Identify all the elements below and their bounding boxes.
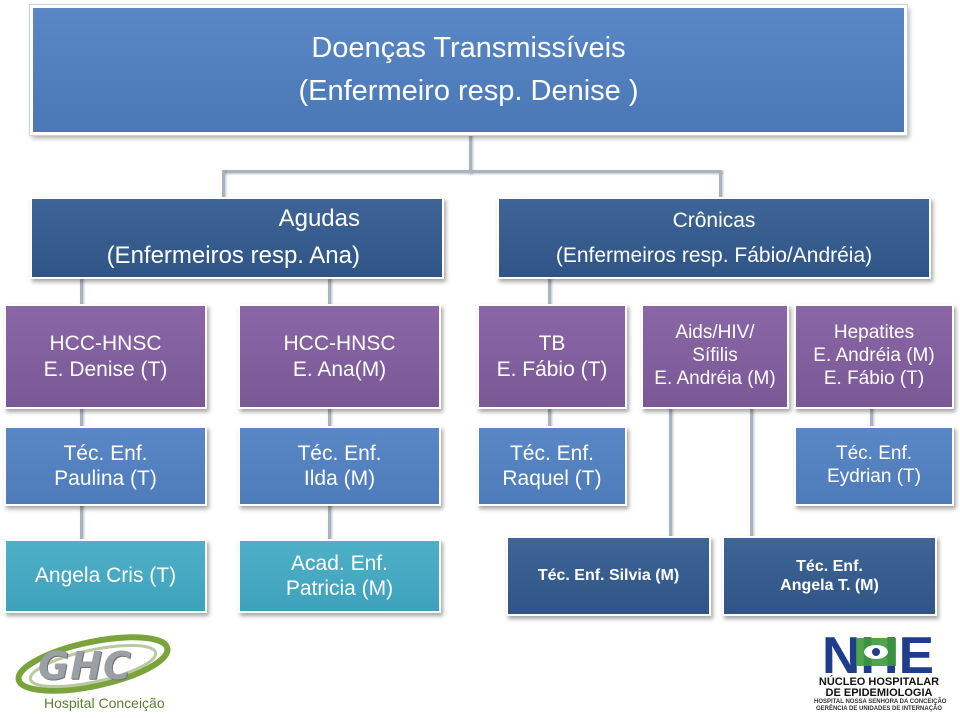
nhe-logo-line3: HOSPITAL NOSSA SENHORA DA CONCEIÇÃO <box>814 699 947 705</box>
unit-line: Hepatites <box>833 322 915 344</box>
bottom-line: Téc. Enf. <box>796 557 863 575</box>
unit-line: E. Andréia (M) <box>813 345 935 367</box>
nhe-logo-line4: GERÊNCIA DE UNIDADES DE INTERNAÇÃO <box>815 706 943 712</box>
bottom-line: Téc. Enf. Silvia (M) <box>537 567 680 585</box>
connector-unit3-tech <box>548 408 551 428</box>
ghc-logo-brand: GHC <box>38 644 132 688</box>
unit-hcc-hnsc-ana: HCC-HNSC E. Ana(M) <box>238 304 441 409</box>
top-node-responsible: (Enfermeiro resp. Denise ) <box>298 75 639 107</box>
bottom-angela-t: Téc. Enf. Angela T. (M) <box>722 536 937 616</box>
connector-aids-silvia <box>669 408 672 540</box>
bottom-line: Acad. Enf. <box>291 551 388 575</box>
node-agudas-title: Agudas <box>278 205 360 233</box>
connector-agudas-drop <box>222 170 225 200</box>
nhe-logo-line1: NÚCLEO HOSPITALAR <box>818 676 940 688</box>
nhe-logo: NHE NÚCLEO HOSPITALAR DE EPIDEMIOLOGIA H… <box>814 630 947 716</box>
bottom-line: Angela Cris (T) <box>34 564 177 588</box>
connector-unit5-tech <box>870 408 873 428</box>
node-agudas: Agudas (Enfermeiros resp. Ana) <box>30 197 444 279</box>
unit-line: E. Ana(M) <box>292 357 387 381</box>
tech-paulina: Téc. Enf. Paulina (T) <box>4 426 207 506</box>
unit-line: HCC-HNSC <box>49 332 162 356</box>
top-node-title: Doenças Transmissíveis <box>311 32 626 65</box>
connector-tech2-bottom <box>328 504 331 542</box>
node-cronicas-responsible: (Enfermeiros resp. Fábio/Andréia) <box>555 244 873 267</box>
connector-aids-angela <box>750 408 753 540</box>
unit-line: E. Fábio (T) <box>496 357 608 381</box>
tech-line: Téc. Enf. <box>509 441 595 465</box>
top-node-doencas-transmissiveis: Doenças Transmissíveis (Enfermeiro resp.… <box>30 5 907 135</box>
unit-line: E. Andréia (M) <box>654 367 776 389</box>
unit-aids-hiv-sifilis: Aids/HIV/ Sífilis E. Andréia (M) <box>641 304 789 409</box>
unit-line: HCC-HNSC <box>283 332 396 356</box>
unit-line: Aids/HIV/ <box>675 322 755 344</box>
node-cronicas-title: Crônicas <box>672 208 756 232</box>
tech-raquel: Téc. Enf. Raquel (T) <box>477 426 627 506</box>
connector-agudas-unit2 <box>328 276 331 306</box>
connector-top-bar <box>222 170 722 173</box>
tech-line: Téc. Enf. <box>297 441 382 465</box>
connector-unit1-tech <box>80 408 83 428</box>
connector-cronicas-unit3 <box>548 276 551 306</box>
node-cronicas: Crônicas (Enfermeiros resp. Fábio/Andréi… <box>497 197 931 279</box>
unit-line: E. Denise (T) <box>43 357 168 381</box>
bottom-line: Patricia (M) <box>285 577 394 600</box>
connector-top-stem <box>469 133 472 173</box>
bottom-angela-cris: Angela Cris (T) <box>4 539 207 613</box>
unit-line: E. Fábio (T) <box>823 367 925 389</box>
ghc-logo-caption: Hospital Conceição <box>44 695 165 711</box>
tech-line: Téc. Enf. <box>63 441 148 465</box>
nhe-letters-icon: NHE <box>820 630 936 676</box>
unit-line: TB <box>538 332 566 356</box>
connector-agudas-unit1 <box>80 276 83 306</box>
unit-tb: TB E. Fábio (T) <box>477 304 627 409</box>
connector-unit2-tech <box>328 408 331 428</box>
nhe-logo-line2: DE EPIDEMIOLOGIA <box>825 687 933 699</box>
tech-line: Téc. Enf. <box>835 443 913 465</box>
bottom-silvia: Téc. Enf. Silvia (M) <box>506 536 711 616</box>
tech-eydrian: Téc. Enf. Eydrian (T) <box>794 426 954 506</box>
unit-line: Sífilis <box>692 345 738 367</box>
unit-hcc-hnsc-denise: HCC-HNSC E. Denise (T) <box>4 304 207 409</box>
tech-line: Raquel (T) <box>502 467 602 490</box>
tech-line: Eydrian (T) <box>827 466 921 487</box>
ghc-logo: GHC Hospital Conceição <box>8 622 178 716</box>
bottom-line: Angela T. (M) <box>780 577 879 594</box>
tech-ilda: Téc. Enf. Ilda (M) <box>238 426 441 506</box>
connector-cronicas-drop <box>719 170 722 200</box>
unit-hepatites: Hepatites E. Andréia (M) E. Fábio (T) <box>794 304 954 409</box>
node-agudas-responsible: (Enfermeiros resp. Ana) <box>106 242 360 269</box>
nhe-logo-letters: NHE <box>820 630 936 676</box>
tech-line: Paulina (T) <box>54 467 157 490</box>
bottom-patricia: Acad. Enf. Patricia (M) <box>238 539 441 613</box>
ghc-logo-swoosh-icon <box>15 634 171 694</box>
tech-line: Ilda (M) <box>303 467 376 490</box>
connector-tech1-bottom <box>80 504 83 542</box>
